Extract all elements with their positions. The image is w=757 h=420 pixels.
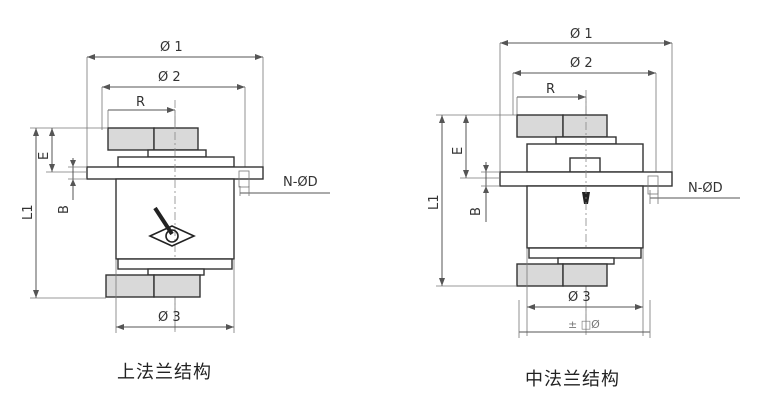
left-top-weight-b [153, 127, 199, 151]
right-bottom-weight-b [562, 263, 608, 287]
right-bottom-weight-a [516, 263, 564, 287]
left-top-cap [117, 156, 235, 168]
right-length-label: L1 [427, 194, 442, 210]
left-top-hub [147, 149, 207, 158]
left-holes-dimension: N-ØD [239, 175, 330, 196]
left-caption: 上法兰结构 [117, 362, 212, 383]
left-length-dimension: L1 [21, 127, 108, 299]
right-top-weight-a [516, 114, 564, 138]
left-holes-label: N-ØD [283, 175, 318, 190]
left-phi1-dimension: Ø 1 [86, 40, 264, 172]
right-e-dimension: E [451, 115, 500, 179]
left-phi3-label: Ø 3 [158, 310, 181, 325]
right-phi1-dimension: Ø 1 [499, 27, 673, 178]
left-top-weight-a [107, 127, 155, 151]
left-phi2-dimension: Ø 2 [101, 70, 246, 172]
left-phi3-dimension: Ø 3 [115, 259, 235, 333]
right-b-label: B [469, 207, 484, 216]
right-phi2-dimension: Ø 2 [512, 56, 657, 178]
left-e-dimension: E [37, 128, 87, 173]
right-caption: 中法兰结构 [525, 369, 620, 390]
left-figure: Ø 1 Ø 2 R [21, 40, 330, 383]
right-figure: Ø 1 Ø 2 R [427, 27, 740, 390]
right-e-label: E [451, 147, 466, 155]
right-phi3-dimension: Ø 3 [526, 248, 644, 336]
left-bottom-weight-a [105, 274, 155, 298]
right-phi3-label: Ø 3 [568, 290, 591, 305]
right-upper-box [569, 157, 601, 173]
left-length-label: L1 [21, 204, 36, 220]
left-bottom-weight-b [153, 274, 201, 298]
right-top-weight-b [562, 114, 608, 138]
right-bottom-cap [528, 247, 642, 259]
right-bottom-note-label: ± □Ø [568, 318, 600, 331]
left-bottom-cap [117, 258, 233, 270]
left-flange-bolt [238, 170, 250, 188]
left-radius-label: R [136, 95, 145, 110]
left-phi2-label: Ø 2 [158, 70, 181, 85]
left-e-label: E [37, 152, 52, 160]
left-b-dimension: B [57, 158, 87, 214]
right-flange-bolt [647, 175, 659, 195]
left-b-label: B [57, 205, 72, 214]
right-phi1-label: Ø 1 [570, 27, 593, 42]
right-radius-label: R [546, 82, 555, 97]
left-phi1-label: Ø 1 [160, 40, 183, 55]
right-b-dimension: B [469, 162, 500, 222]
right-bottom-hub [557, 257, 615, 265]
right-length-dimension: L1 [427, 114, 517, 287]
right-holes-dimension: N-ØD [649, 181, 740, 204]
left-terminal-symbol [148, 206, 196, 247]
right-phi2-label: Ø 2 [570, 56, 593, 71]
right-bottom-note-dimension: ± □Ø [518, 300, 651, 338]
left-bottom-hub [147, 268, 205, 276]
right-holes-label: N-ØD [688, 181, 723, 196]
